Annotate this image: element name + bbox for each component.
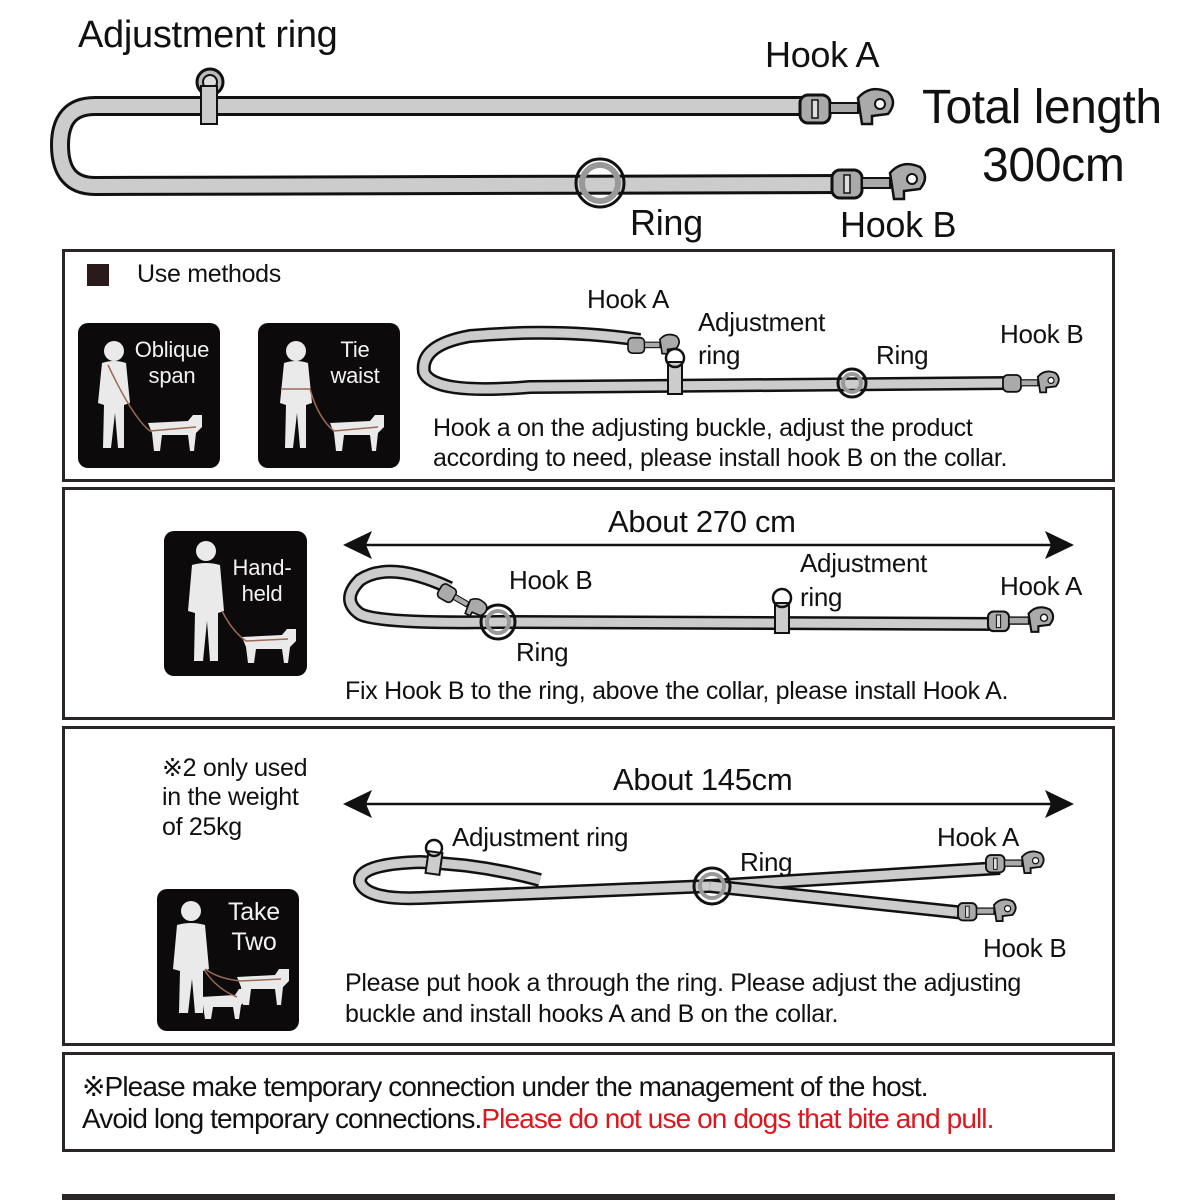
- length-arrow-icon: [343, 790, 1074, 818]
- person-with-dog-icon: [280, 341, 384, 451]
- s2-adjustment-label: Adjustment: [800, 548, 928, 578]
- warning-line2-text: Avoid long temporary connections.: [82, 1103, 482, 1134]
- s3-description-line1: Please put hook a through the ring. Plea…: [345, 969, 1022, 997]
- overview-hook-a-label: Hook A: [765, 34, 880, 75]
- icon-label-line2: span: [148, 363, 196, 388]
- use-method-panel-1: [62, 249, 1115, 482]
- warning-red-text: Please do not use on dogs that bite and …: [481, 1103, 994, 1134]
- s1-adjustment-label: Adjustment: [698, 307, 826, 337]
- s3-ring-label: Ring: [740, 847, 793, 877]
- icon-label-line1: Tie: [340, 337, 370, 362]
- s2-hook-b-label: Hook B: [509, 565, 593, 595]
- warning-line2: Avoid long temporary connections.Please …: [82, 1103, 994, 1135]
- s1-hook-a-label: Hook A: [587, 284, 670, 314]
- s1-description-line1: Hook a on the adjusting buckle, adjust t…: [433, 414, 973, 442]
- overview-total-length-label: Total length: [922, 81, 1162, 134]
- icon-label-line1: Oblique: [134, 337, 210, 362]
- s2-length-label: About 270 cm: [608, 504, 796, 539]
- person-with-two-dogs-icon: [173, 901, 289, 1019]
- weight-note-line3: of 25kg: [162, 813, 242, 841]
- overview-ring-label: Ring: [630, 202, 703, 243]
- s3-description-line2: buckle and install hooks A and B on the …: [345, 1000, 839, 1028]
- warning-line1: ※Please make temporary connection under …: [82, 1071, 929, 1102]
- leash-config-1-icon: [416, 325, 1060, 399]
- person-with-dog-icon: [98, 341, 202, 451]
- overview-adjustment-ring-label: Adjustment ring: [78, 14, 338, 56]
- s3-length-label: About 145cm: [613, 762, 793, 797]
- weight-note-line1: ※2 only used: [162, 754, 308, 782]
- s2-adjustment-label-2: ring: [800, 582, 843, 612]
- overview-total-length-value: 300cm: [982, 139, 1125, 192]
- leash-config-2-icon: [343, 564, 1055, 641]
- overview-hook-b-label: Hook B: [840, 204, 957, 245]
- bottom-divider: [62, 1194, 1115, 1200]
- icon-label-line2: held: [241, 581, 283, 606]
- warning-panel: [62, 1052, 1115, 1152]
- s1-description-line2: according to need, please install hook B…: [433, 444, 1008, 472]
- length-arrow-icon: [343, 531, 1074, 559]
- section-heading: Use methods: [137, 260, 281, 288]
- take-two-icon: Take Two: [157, 889, 299, 1031]
- s3-hook-b-label: Hook B: [983, 933, 1067, 963]
- hand-held-icon: Hand- held: [164, 531, 307, 676]
- s1-adjustment-label-2: ring: [698, 340, 741, 370]
- tie-waist-icon: Tie waist: [258, 323, 400, 468]
- s3-adjustment-ring-label: Adjustment ring: [452, 822, 629, 852]
- s3-hook-a-label: Hook A: [937, 822, 1020, 852]
- leash-config-3-icon: [353, 838, 1045, 923]
- weight-note-line2: in the weight: [162, 783, 299, 811]
- icon-label-line2: Two: [231, 928, 277, 956]
- s2-hook-a-label: Hook A: [1000, 571, 1083, 601]
- s1-hook-b-label: Hook B: [1000, 319, 1084, 349]
- leash-overview-icon: [49, 67, 927, 209]
- oblique-span-icon: Oblique span: [78, 323, 220, 468]
- bullet-square-icon: [87, 264, 109, 286]
- s2-description: Fix Hook B to the ring, above the collar…: [345, 677, 1009, 705]
- icon-label-line1: Hand-: [232, 555, 292, 580]
- person-with-dog-icon: [188, 541, 296, 663]
- s2-ring-label: Ring: [516, 637, 569, 667]
- icon-label-line2: waist: [330, 363, 380, 388]
- icon-label-line1: Take: [227, 898, 280, 926]
- s1-ring-label: Ring: [876, 340, 929, 370]
